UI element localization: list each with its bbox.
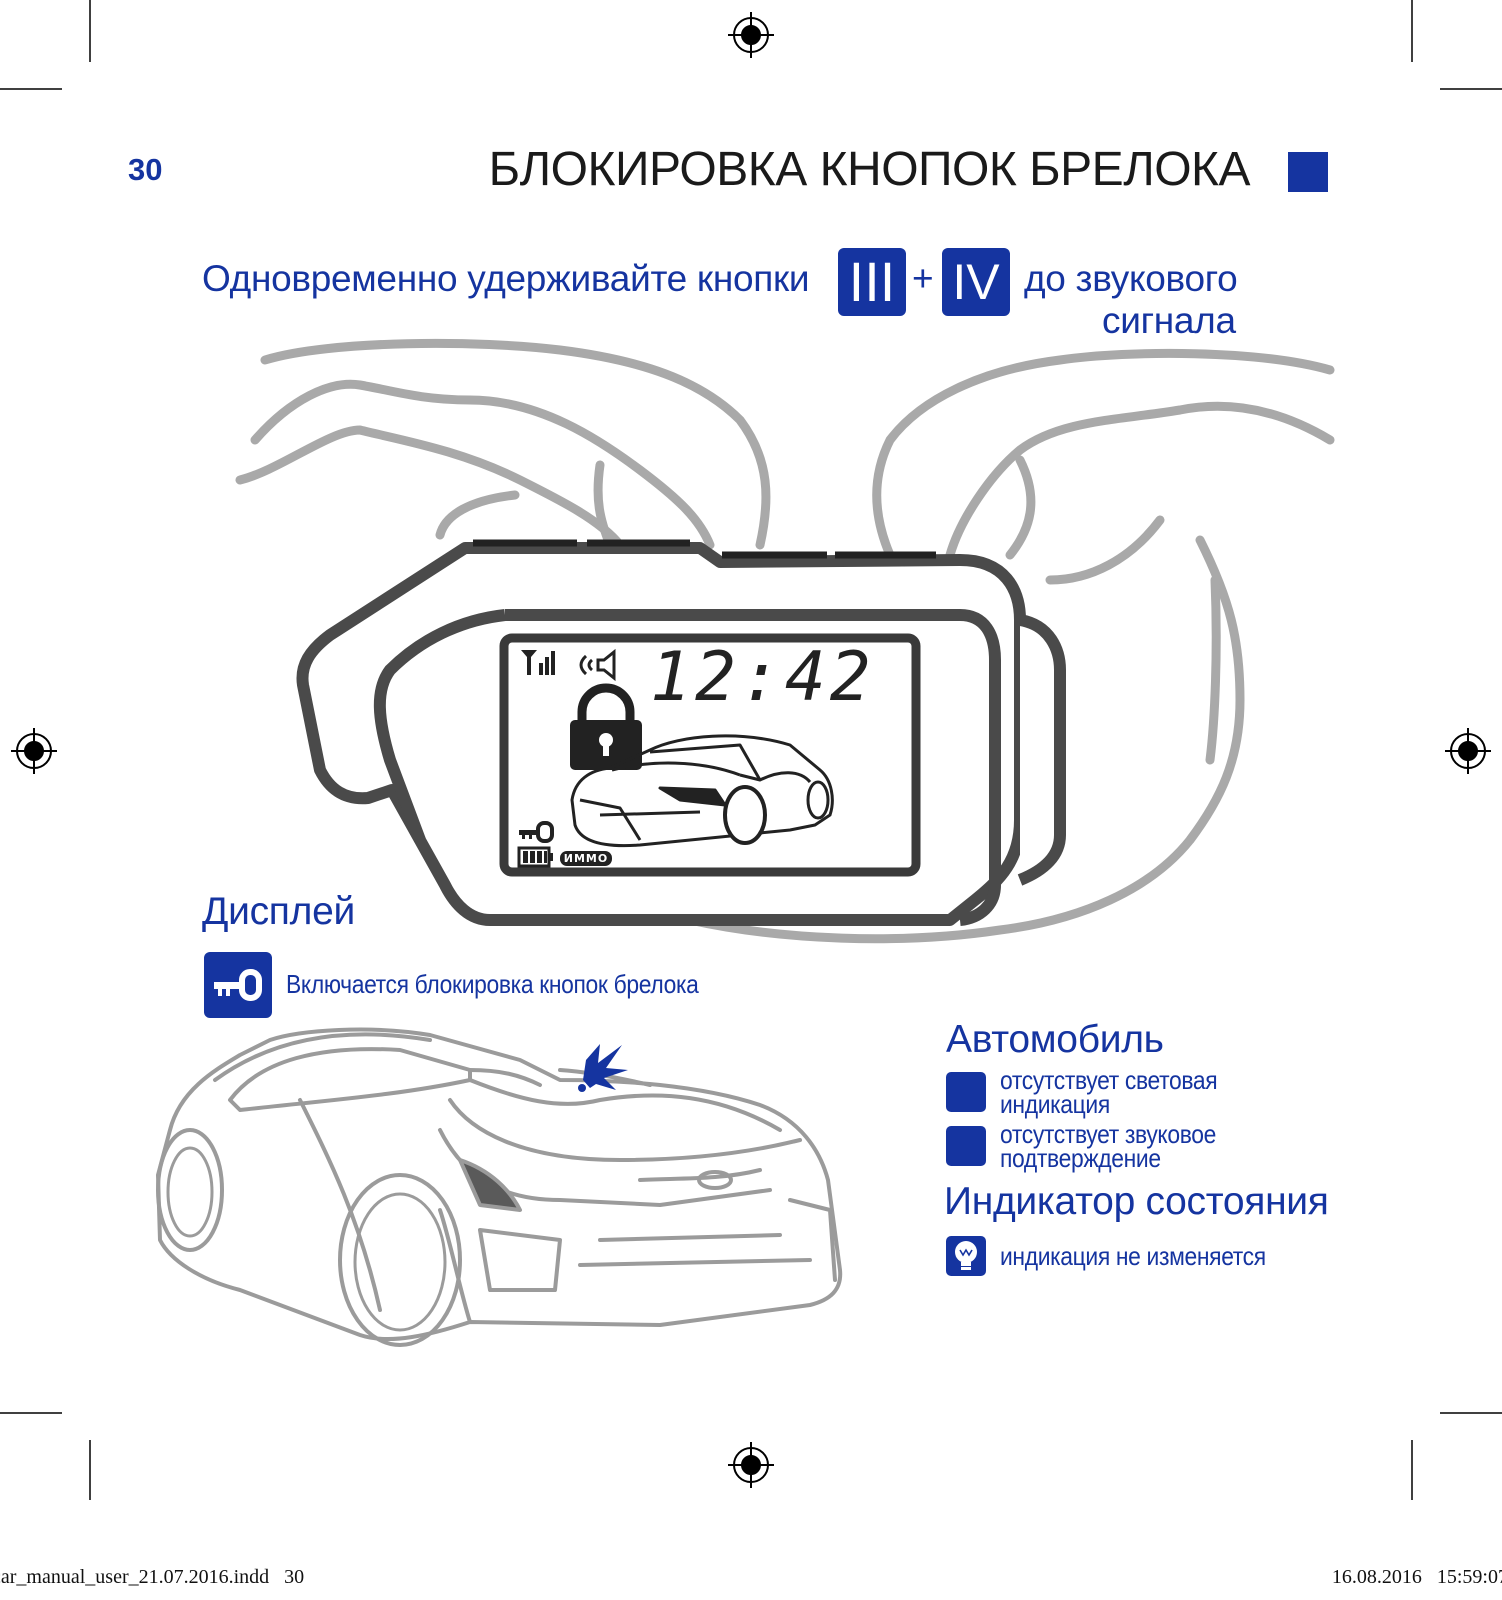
sound-icon [579,648,616,682]
registration-mark-top [728,12,774,58]
signal-icon [521,650,555,675]
car-heading: Автомобиль [946,1018,1164,1061]
car-item-2-line2: подтверждение [1000,1143,1161,1173]
instruction-suffix: до звукового [1024,258,1238,299]
button-iv-badge: IV [942,248,1010,316]
left-hand-sketch [235,338,771,550]
lock-icon [570,683,642,770]
plus-sign: + [912,258,934,299]
page-title: БЛОКИРОВКА КНОПОК БРЕЛОКА [488,143,1251,196]
lcd-car-icon [570,734,834,848]
key-icon-lcd [519,821,554,843]
light-indicator-icon [946,1072,986,1112]
instruction-prefix: Одновременно удерживайте кнопки [202,258,810,299]
sound-indicator-icon [946,1126,986,1166]
footer-datetime: 16.08.2016 15:59:07 [1331,1566,1502,1588]
antenna-flash-icon [578,1044,628,1092]
registration-mark-right [1445,728,1491,774]
status-heading: Индикатор состояния [944,1180,1329,1223]
footer-file: car_manual_user_21.07.2016.indd 30 [0,1566,305,1588]
instruction-suffix-line2: сигнала [1102,300,1236,341]
led-bulb-icon [946,1236,986,1276]
display-heading: Дисплей [202,890,355,933]
keyfob-top-buttons [473,539,936,559]
registration-mark-bottom [728,1442,774,1488]
registration-mark-left [11,728,57,774]
button-iii-badge: III [838,248,906,316]
car-item-1-line1: отсутствует световая [1000,1065,1218,1095]
immo-label: ИММО [563,852,609,865]
right-hand-sketch [685,348,1335,944]
title-marker-square [1288,152,1328,192]
battery-icon [517,846,553,868]
status-description: индикация не изменяется [1000,1241,1266,1271]
key-lock-icon [204,952,272,1018]
display-description: Включается блокировка кнопок брелока [286,969,699,999]
lcd-time: 12:42 [650,638,875,717]
immo-badge [560,851,612,866]
car-item-1-line2: индикация [1000,1089,1110,1119]
page-number: 30 [128,152,163,187]
car-item-2-line1: отсутствует звуковое [1000,1119,1216,1149]
